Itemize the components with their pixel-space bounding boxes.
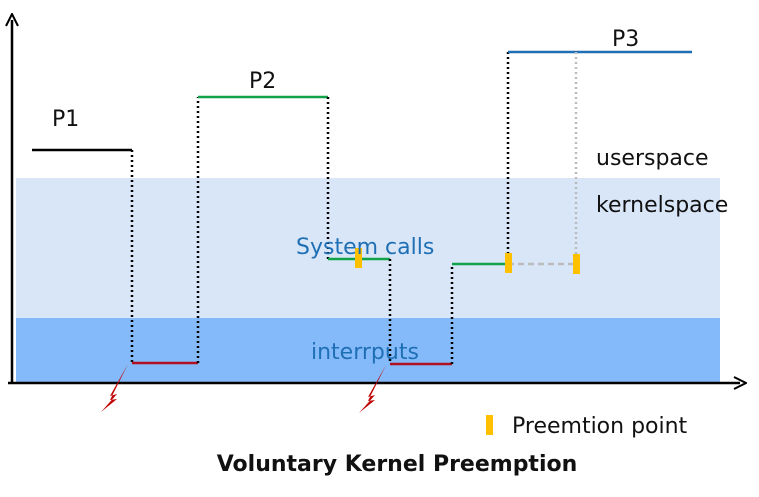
diagram-title: Voluntary Kernel Preemption bbox=[217, 452, 578, 477]
interrupt-lightning-icon bbox=[359, 365, 386, 413]
p1-label: P1 bbox=[52, 107, 79, 132]
system-calls-label: System calls bbox=[296, 235, 434, 260]
interrupt-band bbox=[16, 318, 720, 384]
preemption-point-icon bbox=[486, 415, 493, 435]
interrupt-lightning-icon bbox=[101, 364, 128, 412]
interrupts-label: interrputs bbox=[311, 340, 419, 365]
p2-label: P2 bbox=[249, 69, 276, 94]
userspace-label: userspace bbox=[596, 146, 709, 171]
p3-label: P3 bbox=[612, 27, 639, 52]
preemption-point-icon bbox=[355, 248, 362, 268]
preemption-point-icon bbox=[573, 254, 580, 274]
kernelspace-label: kernelspace bbox=[596, 193, 728, 218]
kernelspace-band bbox=[16, 178, 720, 318]
legend-preemption-label: Preemtion point bbox=[512, 414, 688, 439]
preemption-point-icon bbox=[505, 253, 512, 273]
